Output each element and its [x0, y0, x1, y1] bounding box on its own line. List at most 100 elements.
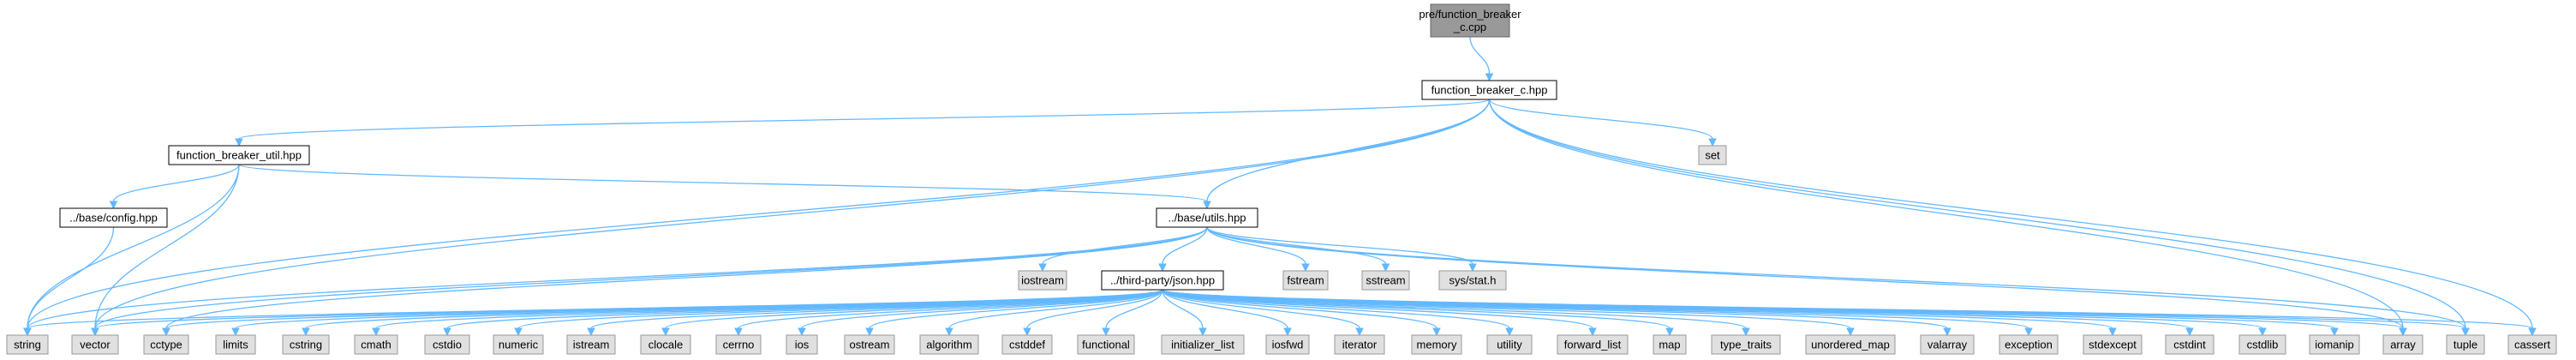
node-box — [59, 207, 168, 228]
node-label: iomanip — [2315, 339, 2354, 351]
node-box — [2238, 334, 2286, 355]
node-vector: vector — [71, 334, 119, 355]
node-box — [1486, 334, 1533, 355]
node-label: initializer_list — [1171, 339, 1234, 351]
node-layer: pre/function_breaker_c.cpp function_break… — [6, 3, 2557, 355]
node-label: sys/stat.h — [1449, 274, 1497, 287]
node-box — [566, 334, 616, 355]
node-exception: exception — [1999, 334, 2059, 355]
node-box — [215, 334, 256, 355]
node-box — [1265, 334, 1310, 355]
node-box — [143, 334, 189, 355]
edge-root-to-fbc — [1469, 36, 1494, 82]
node-label: limits — [223, 339, 248, 351]
node-ostream: ostream — [844, 334, 895, 355]
node-box — [640, 334, 691, 355]
node-utils[interactable]: ../base/utils.hpp — [1156, 207, 1258, 228]
edge-utils-to-json — [1158, 226, 1208, 273]
node-box — [71, 334, 119, 355]
node-istream: istream — [566, 334, 616, 355]
node-array: array — [2382, 334, 2424, 355]
edge-utils-to-fstream — [1206, 226, 1310, 273]
edge-fbc-to-utils — [1203, 99, 1491, 210]
node-box — [2507, 334, 2557, 355]
node-sstream: sstream — [1361, 270, 1410, 291]
node-box — [715, 334, 762, 355]
node-iostream: iostream — [1018, 270, 1067, 291]
node-label: forward_list — [1564, 339, 1622, 351]
node-box — [919, 334, 979, 355]
node-label: _c.cpp — [1453, 21, 1486, 33]
node-box — [1361, 270, 1410, 291]
node-box — [1557, 334, 1629, 355]
node-cassert: cassert — [2507, 334, 2557, 355]
node-cctype: cctype — [143, 334, 189, 355]
node-label: tuple — [2453, 339, 2477, 351]
node-numeric: numeric — [493, 334, 544, 355]
node-label: utility — [1497, 339, 1522, 351]
node-label: function_breaker_c.hpp — [1431, 84, 1548, 97]
edge-json-to-algorithm — [945, 289, 1163, 337]
edge-json-to-cerrno — [734, 289, 1163, 337]
edge-json-to-ostream — [865, 289, 1163, 337]
node-clocale: clocale — [640, 334, 691, 355]
edge-json-to-utility — [1162, 289, 1514, 337]
node-initializer-list: initializer_list — [1161, 334, 1245, 355]
edge-utils-to-iostream — [1038, 226, 1208, 273]
node-ios: ios — [786, 334, 818, 355]
node-box — [1711, 334, 1781, 355]
node-box — [2083, 334, 2143, 355]
node-cstdint: cstdint — [2165, 334, 2214, 355]
edge-json-to-clocale — [661, 289, 1163, 337]
node-tuple: tuple — [2446, 334, 2485, 355]
node-label: type_traits — [1720, 339, 1772, 351]
edge-layer — [23, 36, 2537, 337]
node-box — [6, 334, 49, 355]
node-box — [1001, 334, 1053, 355]
node-cstddef: cstddef — [1001, 334, 1053, 355]
node-label: function_breaker_util.hpp — [176, 149, 302, 162]
node-label: ostream — [850, 339, 890, 351]
node-label: cstring — [290, 339, 322, 351]
node-json[interactable]: ../third-party/json.hpp — [1101, 270, 1224, 291]
node-label: sstream — [1366, 274, 1405, 287]
node-label: iostream — [1021, 274, 1064, 287]
node-label: cstdlib — [2247, 339, 2279, 351]
edge-json-to-cstddef — [1023, 289, 1163, 337]
edge-json-to-type_traits — [1162, 289, 1750, 337]
node-fbu[interactable]: function_breaker_util.hpp — [168, 145, 310, 165]
node-box — [1920, 334, 1975, 355]
node-forward-list: forward_list — [1557, 334, 1629, 355]
node-box — [1438, 270, 1507, 291]
node-box — [1077, 334, 1135, 355]
node-box — [354, 334, 398, 355]
node-box — [1698, 145, 1727, 165]
node-label: numeric — [499, 339, 539, 351]
edge-fbc-to-set — [1488, 99, 1717, 147]
node-box — [2382, 334, 2424, 355]
node-label: ../base/utils.hpp — [1168, 212, 1246, 225]
node-box — [2446, 334, 2485, 355]
node-unordered-map: unordered_map — [1805, 334, 1896, 355]
node-cfg[interactable]: ../base/config.hpp — [59, 207, 168, 228]
node-fbc[interactable]: function_breaker_c.hpp — [1421, 80, 1557, 100]
node-fstream: fstream — [1282, 270, 1329, 291]
edge-fbc-to-fbu — [235, 99, 1491, 147]
node-box — [168, 145, 310, 165]
edge-json-to-memory — [1162, 289, 1441, 337]
node-label: unordered_map — [1811, 339, 1890, 351]
node-iosfwd: iosfwd — [1265, 334, 1310, 355]
node-box — [844, 334, 895, 355]
node-label: cassert — [2514, 339, 2550, 351]
node-root[interactable]: pre/function_breaker_c.cpp — [1419, 3, 1521, 38]
node-label: algorithm — [926, 339, 971, 351]
node-label: cctype — [150, 339, 182, 351]
node-map: map — [1653, 334, 1687, 355]
node-functional: functional — [1077, 334, 1135, 355]
node-label: clocale — [648, 339, 683, 351]
edge-utils-to-stat — [1206, 226, 1477, 273]
node-utility: utility — [1486, 334, 1533, 355]
node-algorithm: algorithm — [919, 334, 979, 355]
node-label: cstdio — [433, 339, 462, 351]
node-string: string — [6, 334, 49, 355]
